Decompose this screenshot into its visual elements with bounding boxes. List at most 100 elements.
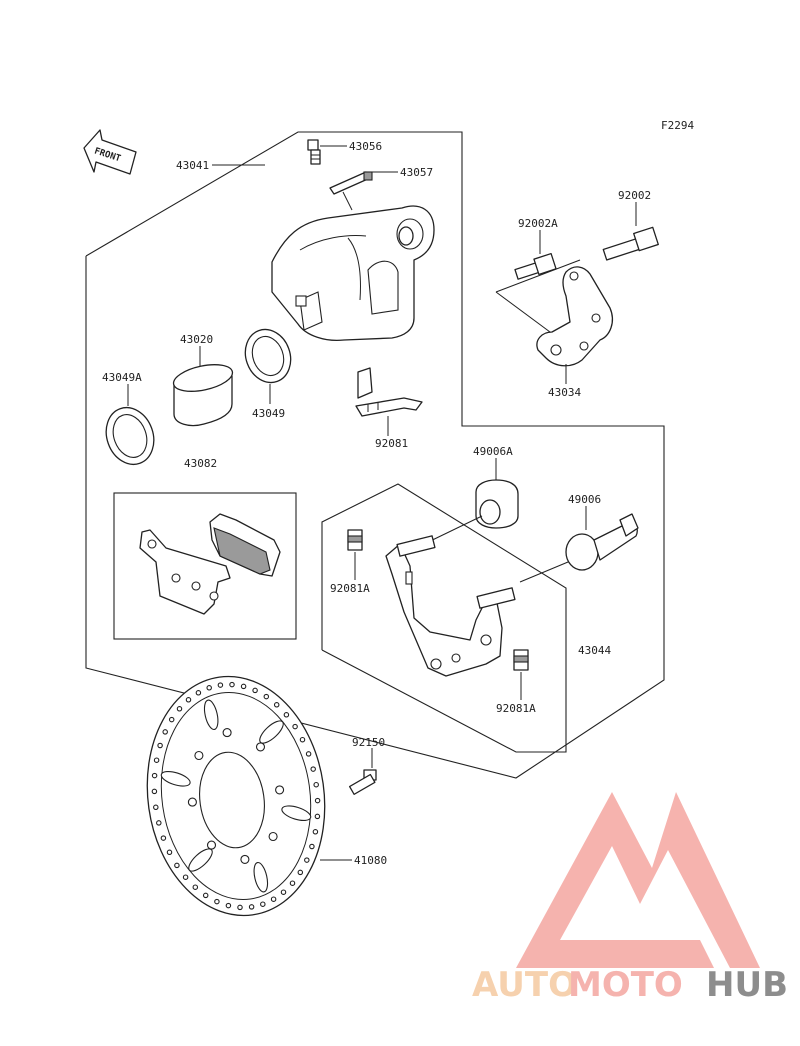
disc-hole <box>309 843 315 850</box>
disc-hole <box>153 804 159 811</box>
piston-43020 <box>172 364 234 427</box>
watermark-hub: HUB <box>706 965 788 1005</box>
label-49006A: 49006A <box>473 445 513 458</box>
disc-slot <box>281 805 312 821</box>
bolt-92002 <box>602 226 659 261</box>
bleeder-valve-43056 <box>307 139 321 165</box>
disc-hole <box>214 898 220 905</box>
disc-hole <box>263 693 270 700</box>
clip-92081A-lower <box>513 649 529 671</box>
bracket-43034 <box>536 266 614 367</box>
disc-hole <box>314 797 321 804</box>
seal-43049A <box>105 406 155 466</box>
label-43044: 43044 <box>578 644 611 657</box>
disc-hole <box>255 742 266 752</box>
disc-hole <box>202 892 209 899</box>
disc-hole <box>160 835 167 841</box>
disc-hole <box>182 874 189 880</box>
disc-hole <box>304 857 310 863</box>
disc-hole <box>292 723 298 730</box>
label-92081: 92081 <box>375 437 408 450</box>
clip-92081 <box>355 367 423 417</box>
disc-hole <box>157 742 163 749</box>
label-92002A: 92002A <box>518 217 558 230</box>
disc-hole <box>225 902 232 909</box>
disc-hole <box>222 728 232 738</box>
disc-hole <box>194 750 204 761</box>
label-92081A-lower: 92081A <box>496 702 536 715</box>
disc-holes <box>151 681 321 911</box>
label-43057: 43057 <box>400 166 433 179</box>
disc-hole <box>313 781 319 788</box>
disc-hole <box>299 736 306 743</box>
disc-hole <box>240 854 250 864</box>
disc-hole <box>217 682 224 688</box>
disc-hole <box>283 712 290 718</box>
boot-49006A <box>475 479 519 529</box>
disc-hole <box>166 849 173 856</box>
caliper-body <box>271 205 435 342</box>
watermark-auto: AUTO <box>472 965 577 1005</box>
label-92150: 92150 <box>352 736 385 749</box>
disc-hole <box>195 690 202 696</box>
bolt-92150 <box>348 769 377 795</box>
pad-kit-box <box>113 492 297 640</box>
disc-hole <box>280 889 287 895</box>
label-43082: 43082 <box>184 457 217 470</box>
figure-code: F2294 <box>661 119 694 132</box>
disc-hole <box>248 904 255 910</box>
brake-pad-left <box>139 529 231 615</box>
label-43049: 43049 <box>252 407 285 420</box>
disc-hole <box>289 880 296 886</box>
assembly-outline-43044 <box>321 483 567 753</box>
disc-slot <box>160 771 191 787</box>
disc-slot <box>203 699 219 731</box>
brake-pad-right <box>209 513 281 577</box>
disc-hole <box>153 757 160 763</box>
disc-slot <box>253 861 269 893</box>
caliper-bracket-43044 <box>385 535 516 677</box>
disc-hole <box>270 896 277 902</box>
label-43049A: 43049A <box>102 371 142 384</box>
disc-hole <box>237 904 243 911</box>
disc-hole <box>162 729 168 735</box>
disc-hole <box>206 840 217 850</box>
brake-disc-41080 <box>146 675 326 917</box>
clip-92081A-upper <box>347 529 363 551</box>
disc-hole <box>260 901 266 907</box>
boot-49006 <box>565 513 639 571</box>
disc-hole <box>176 706 183 712</box>
disc-hole <box>168 716 175 723</box>
label-43041: 43041 <box>176 159 209 172</box>
disc-slot <box>188 848 213 872</box>
bolt-92002A <box>514 252 557 280</box>
label-92081A-upper: 92081A <box>330 582 370 595</box>
disc-slots <box>160 699 312 893</box>
label-43020: 43020 <box>180 333 213 346</box>
front-arrow-icon: FRONT <box>83 129 137 175</box>
disc-hole <box>185 697 192 703</box>
label-41080: 41080 <box>354 854 387 867</box>
label-43034: 43034 <box>548 386 581 399</box>
disc-slot <box>259 720 284 744</box>
disc-hole <box>187 797 197 807</box>
disc-hole <box>312 829 319 835</box>
watermark-moto: MOTO <box>568 965 683 1005</box>
disc-hole <box>156 820 162 826</box>
disc-hole <box>229 681 235 688</box>
disc-hole <box>314 813 321 820</box>
disc-hole <box>310 766 316 772</box>
label-92002: 92002 <box>618 189 651 202</box>
disc-hole <box>275 785 285 795</box>
seal-43049 <box>244 328 292 384</box>
disc-hole <box>151 772 158 779</box>
disc-hole <box>252 687 258 694</box>
disc-hole <box>268 831 278 842</box>
disc-hole <box>192 884 199 890</box>
disc-hole <box>206 685 212 691</box>
disc-hole <box>273 702 280 708</box>
disc-hole <box>174 862 180 869</box>
label-49006: 49006 <box>568 493 601 506</box>
disc-hole <box>297 869 304 876</box>
label-43056: 43056 <box>349 140 382 153</box>
